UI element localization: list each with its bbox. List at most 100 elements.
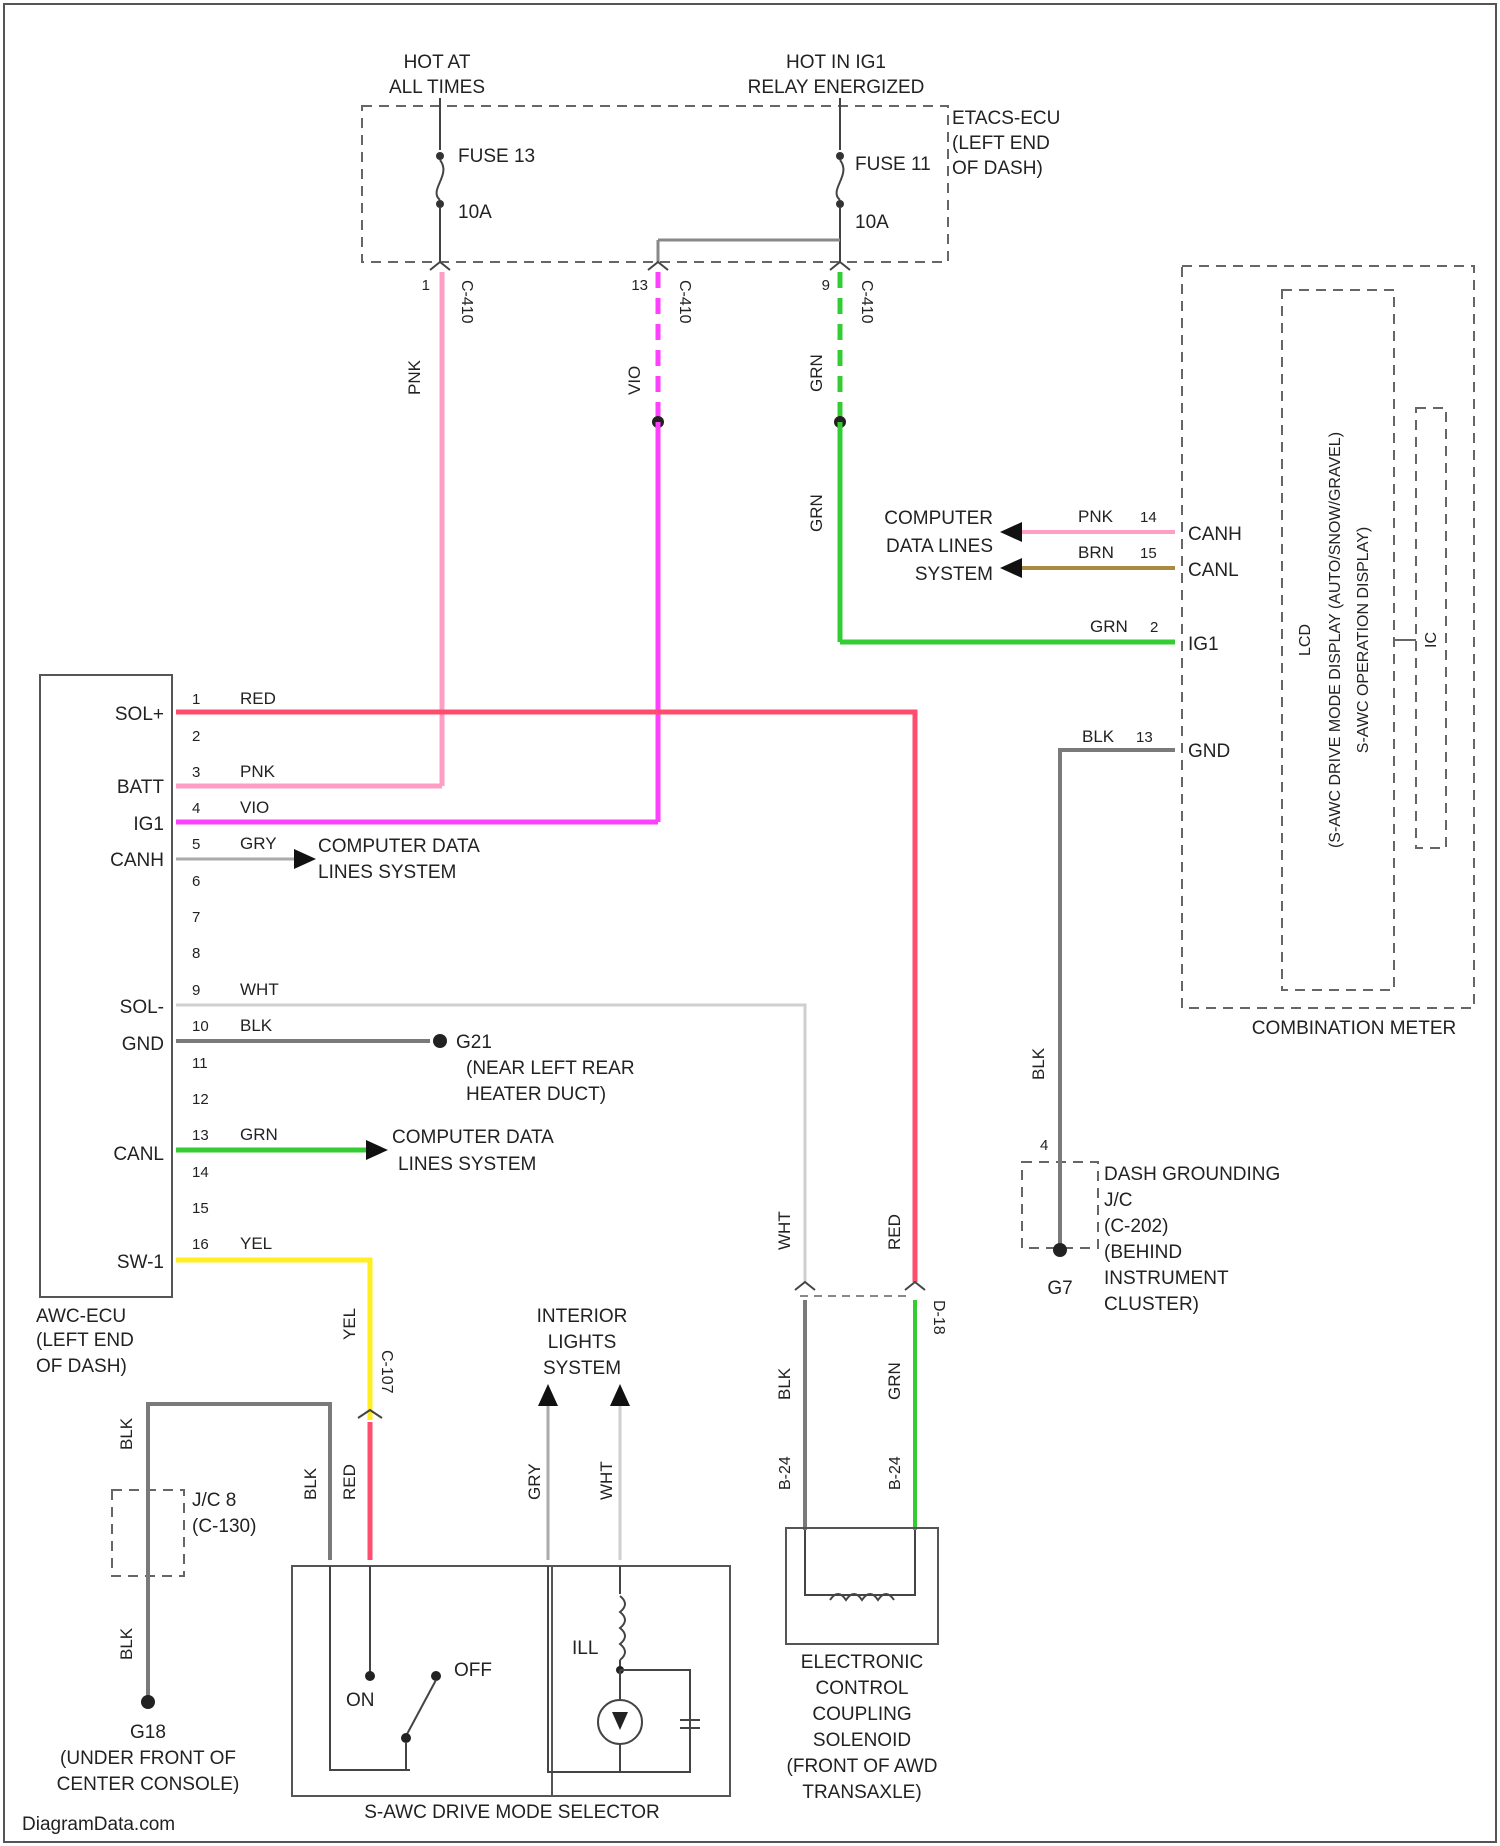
ecu-pin-6: 6 <box>192 873 200 890</box>
conn-b-marker <box>648 262 668 270</box>
fuse13-element <box>437 160 444 200</box>
awc-ecu-title-1: AWC-ECU <box>36 1306 126 1327</box>
etacs-label-1: ETACS-ECU <box>952 108 1060 129</box>
selector-label: S-AWC DRIVE MODE SELECTOR <box>364 1802 660 1823</box>
meter-blk-label: BLK <box>1082 727 1115 746</box>
meter-gnd-wire <box>1060 750 1175 1150</box>
conn-c-marker <box>830 262 850 270</box>
meter-canl-arrow <box>1000 558 1022 578</box>
cdl1-line2: LINES SYSTEM <box>318 862 456 883</box>
conn-b-label: C-410 <box>676 280 693 324</box>
g21-line3: HEATER DUCT) <box>466 1084 606 1105</box>
coupling-l2: CONTROL <box>816 1678 909 1699</box>
coupling-conn-b: B-24 <box>887 1456 904 1490</box>
ecu-pin-11: 11 <box>192 1055 208 1072</box>
dash-gnd-blk-label: BLK <box>1029 1047 1048 1080</box>
fuse13-label: FUSE 13 <box>458 146 535 167</box>
awc-ecu-box <box>40 675 172 1297</box>
selector-wht-label: WHT <box>597 1461 616 1500</box>
jc8-label-2: (C-130) <box>192 1516 256 1537</box>
ecu-sol-plus: SOL+ <box>115 704 164 725</box>
jc8-blk-label-top: BLK <box>117 1417 136 1450</box>
coupling-coil-loop <box>805 1530 915 1595</box>
selector-box <box>292 1566 730 1796</box>
ecu-batt: BATT <box>117 777 165 798</box>
cdl2-line1: COMPUTER DATA <box>392 1127 554 1148</box>
selector-blk-label: BLK <box>301 1467 320 1500</box>
ic-box <box>1416 408 1446 848</box>
fuse11-dot-bottom <box>836 200 844 208</box>
meter-canl: CANL <box>1188 560 1239 581</box>
cdl2-line2: LINES SYSTEM <box>398 1154 536 1175</box>
meter-grn-label: GRN <box>1090 617 1128 636</box>
ill-led-diode <box>612 1712 628 1730</box>
dash-ground-l4: (BEHIND <box>1104 1242 1182 1263</box>
d18-marker-a <box>795 1282 815 1290</box>
etacs-label-2: (LEFT END <box>952 133 1050 154</box>
fuse13-dot-bottom <box>436 200 444 208</box>
hot-ig1-2: RELAY ENERGIZED <box>748 77 925 98</box>
ic-label: IC <box>1423 632 1440 648</box>
awc-ecu-title-3: OF DASH) <box>36 1356 127 1377</box>
interior-line2: LIGHTS <box>548 1332 617 1353</box>
grn-canl-arrow <box>366 1140 388 1160</box>
g18-line3: CENTER CONSOLE) <box>57 1774 240 1795</box>
footer-watermark: DiagramData.com <box>22 1814 175 1835</box>
g18-line2: (UNDER FRONT OF <box>60 1748 236 1769</box>
interior-arrow-a <box>538 1384 558 1406</box>
vio-ig1-label: VIO <box>240 798 269 817</box>
g21-line2: (NEAR LEFT REAR <box>466 1058 635 1079</box>
hot-all-times-2: ALL TIMES <box>389 77 485 98</box>
meter-pin2: 2 <box>1150 619 1158 636</box>
switch-off-label: OFF <box>454 1660 492 1681</box>
interior-line3: SYSTEM <box>543 1358 621 1379</box>
comb-meter-title: COMBINATION METER <box>1252 1018 1456 1039</box>
ecu-pin-2: 2 <box>192 728 200 745</box>
ecu-pin-12: 12 <box>192 1091 209 1108</box>
ecu-pin-10: 10 <box>192 1018 209 1035</box>
grn-wire-label-mid: GRN <box>807 494 826 532</box>
selector-red-label: RED <box>340 1464 359 1500</box>
jc8-label-1: J/C 8 <box>192 1490 236 1511</box>
ecu-pin-9: 9 <box>192 982 200 999</box>
coupling-l1: ELECTRONIC <box>801 1652 923 1673</box>
dash-ground-l2: J/C <box>1104 1190 1133 1211</box>
vio-wire-label: VIO <box>625 366 644 395</box>
coupling-conn-a: B-24 <box>777 1456 794 1490</box>
fuse11-label: FUSE 11 <box>855 154 931 175</box>
fuse11-rating: 10A <box>855 212 889 233</box>
dash-ground-l6: CLUSTER) <box>1104 1294 1199 1315</box>
dash-jc-pin: 4 <box>1040 1137 1048 1154</box>
ecu-canh: CANH <box>110 850 164 871</box>
diagram-frame <box>4 4 1496 1842</box>
hot-all-times-1: HOT AT <box>404 52 471 73</box>
meter-pnk-label: PNK <box>1078 507 1114 526</box>
fuse11-dot-top <box>836 152 844 160</box>
meter-cdl-2: DATA LINES <box>886 536 993 557</box>
yel-vertical-label: YEL <box>340 1308 359 1340</box>
meter-pin14: 14 <box>1140 509 1157 526</box>
coupling-l3: COUPLING <box>812 1704 911 1725</box>
meter-pin15: 15 <box>1140 545 1157 562</box>
coupling-l5: (FRONT OF AWD <box>787 1756 938 1777</box>
conn-b-pin: 13 <box>631 277 648 294</box>
meter-canh: CANH <box>1188 524 1242 545</box>
gry-canh-label: GRY <box>240 834 277 853</box>
d18-marker-b <box>905 1282 925 1290</box>
coupling-l4: SOLENOID <box>813 1730 911 1751</box>
ecu-pin-3: 3 <box>192 764 200 781</box>
grn-canl-label: GRN <box>240 1125 278 1144</box>
meter-gnd: GND <box>1188 741 1230 762</box>
dash-ground-l5: INSTRUMENT <box>1104 1268 1229 1289</box>
switch-blade <box>406 1680 436 1736</box>
ecu-pin-14: 14 <box>192 1164 209 1181</box>
meter-ig1: IG1 <box>1188 634 1219 655</box>
conn-a-marker <box>430 262 450 270</box>
g21-line1: G21 <box>456 1032 492 1053</box>
ecu-pin-1: 1 <box>192 691 200 708</box>
gry-canh-arrow <box>294 849 316 869</box>
lcd-desc-2: S-AWC OPERATION DISPLAY) <box>1355 527 1372 753</box>
ill-label: ILL <box>572 1638 598 1659</box>
ecu-pin-13: 13 <box>192 1127 209 1144</box>
interior-line1: INTERIOR <box>537 1306 628 1327</box>
